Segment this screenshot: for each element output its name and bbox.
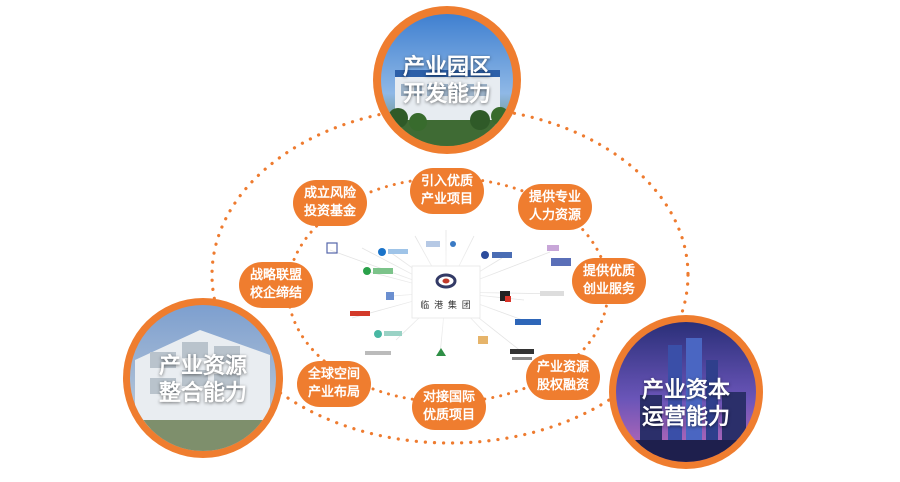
partner-logo-icon [492, 252, 512, 258]
service-pills [239, 168, 646, 430]
partner-logo-icon [478, 336, 488, 344]
node-park-development [373, 6, 521, 154]
label-resource-integration: 产业资源 整合能力 [143, 353, 263, 407]
partner-logo-icon [386, 292, 394, 300]
partner-logo-icon [540, 291, 564, 296]
partner-logo-icon [450, 241, 456, 247]
pill-intro-quality-projects [410, 168, 484, 214]
label-line: 产业园区 [402, 55, 491, 80]
partner-logo-icon [388, 249, 408, 254]
text-venture-fund: 成立风险 投资基金 [293, 185, 367, 221]
partner-logo-icon [505, 296, 511, 302]
label-capital-operation: 产业资本 运营能力 [626, 377, 746, 431]
label-line: 创业服务 [582, 282, 635, 297]
label-line: 引入优质 [420, 174, 473, 189]
partner-logo-icon [515, 319, 541, 325]
partner-logo-icon [426, 241, 440, 247]
partner-logo-icon [373, 268, 393, 274]
partner-logo-icon [374, 330, 382, 338]
partner-logos [326, 241, 571, 360]
pill-strategic-alliance [239, 262, 313, 308]
label-line: 产业资源 [536, 360, 589, 375]
partner-logo-icon [326, 242, 338, 254]
text-equity-financing: 产业资源 股权融资 [526, 359, 600, 395]
label-line: 战略联盟 [249, 268, 302, 283]
label-line: 校企缔结 [249, 286, 302, 301]
partner-logo-icon [512, 357, 532, 360]
label-line: 人力资源 [528, 208, 581, 223]
pill-venture-fund [293, 180, 367, 226]
partner-logo-icon [551, 258, 571, 266]
text-strategic-alliance: 战略联盟 校企缔结 [239, 267, 313, 303]
label-line: 整合能力 [158, 381, 247, 406]
label-line: 产业资源 [158, 354, 247, 379]
partner-logo-icon [436, 348, 446, 356]
partner-logo-icon [363, 267, 371, 275]
partner-logo-icon [378, 248, 386, 256]
text-intro-quality-projects: 引入优质 产业项目 [410, 173, 484, 209]
label-line: 开发能力 [402, 82, 491, 107]
label-line: 提供优质 [582, 264, 635, 279]
label-line: 投资基金 [303, 204, 356, 219]
partner-logo-icon [547, 245, 559, 251]
node-resource-integration [123, 298, 283, 458]
text-professional-talent: 提供专业 人力资源 [518, 189, 592, 225]
label-line: 全球空间 [307, 367, 360, 382]
label-line: 产业项目 [420, 192, 473, 207]
pill-professional-talent [518, 184, 592, 230]
label-line: 成立风险 [303, 186, 356, 201]
label-line: 对接国际 [422, 390, 475, 405]
center-logo [411, 265, 481, 319]
label-line: 运营能力 [641, 405, 730, 430]
label-line: 股权融资 [536, 378, 589, 393]
text-international-projects: 对接国际 优质项目 [412, 389, 486, 425]
label-line: 优质项目 [422, 408, 475, 423]
text-global-layout: 全球空间 产业布局 [297, 366, 371, 402]
text-startup-services: 提供优质 创业服务 [572, 263, 646, 299]
label-line: 产业布局 [307, 385, 360, 400]
pill-global-layout [297, 361, 371, 407]
label-line: 提供专业 [528, 190, 581, 205]
pill-startup-services [572, 258, 646, 304]
label-park-development: 产业园区 开发能力 [387, 54, 507, 108]
node-capital-operation [609, 315, 763, 469]
partner-logo-icon [365, 351, 391, 355]
label-line: 产业资本 [641, 378, 730, 403]
partner-logo-icon [510, 349, 534, 354]
pill-equity-financing [526, 354, 600, 400]
center-logo-text: 临 港 集 团 [420, 300, 472, 311]
pill-international-projects [412, 384, 486, 430]
partner-logo-icon [384, 331, 402, 336]
center-logo-card: 临 港 集 团 [413, 268, 479, 318]
partner-logo-icon [350, 311, 370, 316]
partner-logo-icon [481, 251, 489, 259]
